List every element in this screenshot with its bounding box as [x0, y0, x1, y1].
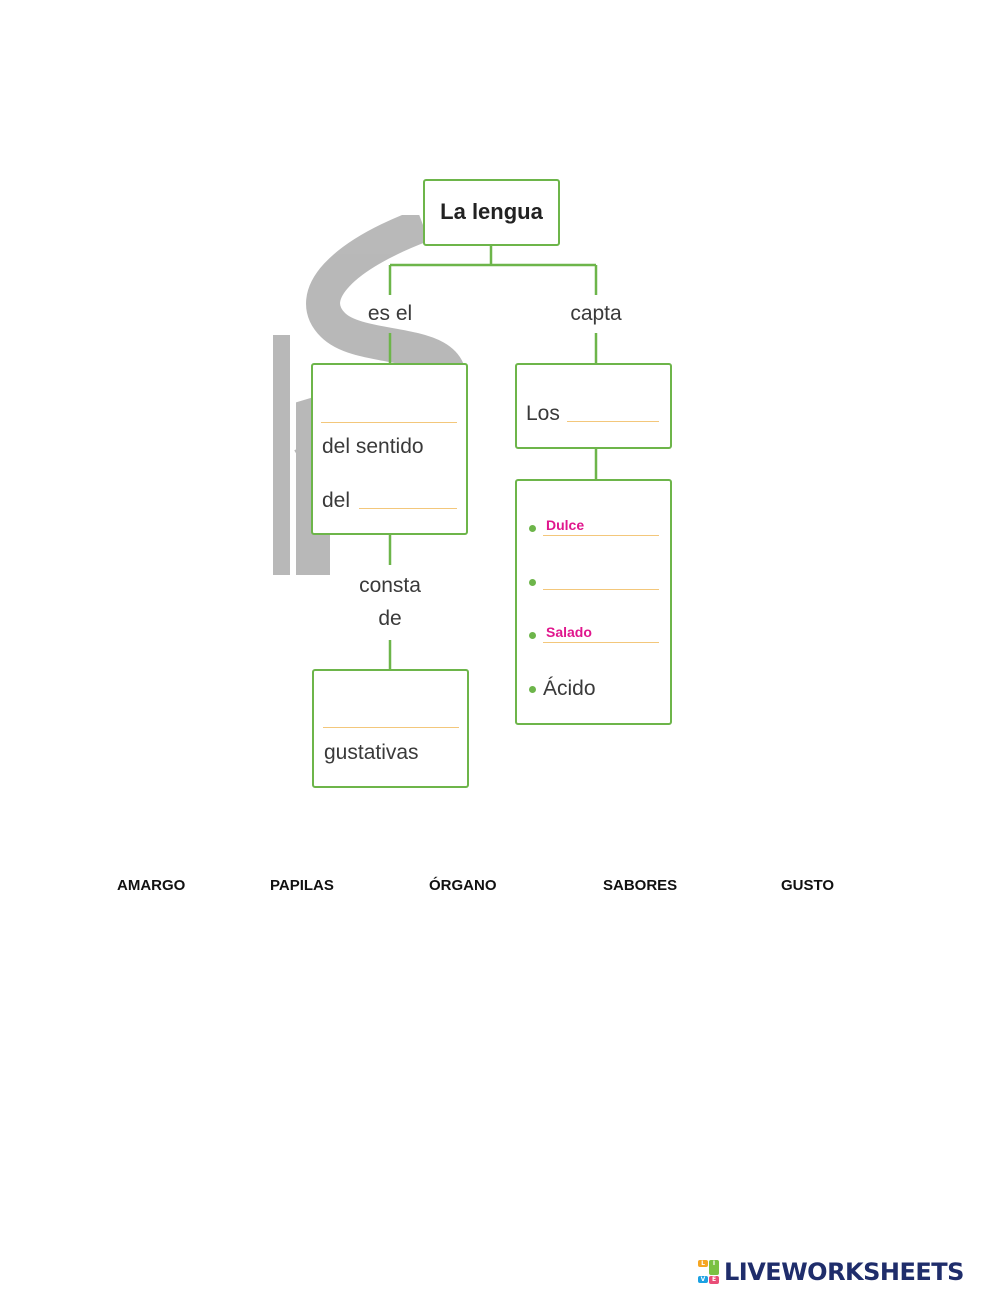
- word-bank-sabores[interactable]: SABORES: [603, 877, 678, 894]
- flavors-box: Ácido: [515, 479, 672, 725]
- flavor-input-1[interactable]: [543, 514, 659, 536]
- flavor-text-acido: Ácido: [543, 677, 596, 700]
- root-node: La lengua: [423, 179, 560, 246]
- senses-blank-input[interactable]: [567, 400, 659, 422]
- senses-box: Los: [515, 363, 672, 449]
- flavor-input-2[interactable]: [543, 568, 659, 590]
- liveworksheets-logo-icon: L I V E: [698, 1260, 720, 1284]
- organ-box: del sentido del: [311, 363, 468, 535]
- logo-letter-l: L: [698, 1260, 708, 1267]
- word-bank-amargo[interactable]: AMARGO: [117, 877, 186, 894]
- organ-blank-input[interactable]: [321, 401, 457, 423]
- organ-line-3-prefix: del: [322, 489, 351, 512]
- papillae-blank-input[interactable]: [323, 706, 459, 728]
- word-bank-gusto[interactable]: GUSTO: [781, 877, 835, 894]
- word-bank-papilas[interactable]: PAPILAS: [270, 877, 334, 894]
- flavor-bullet-3: [529, 632, 536, 639]
- flavor-bullet-1: [529, 525, 536, 532]
- logo-letter-i: I: [709, 1260, 719, 1275]
- organ-line-2: del sentido: [322, 435, 424, 458]
- liveworksheets-logo[interactable]: L I V E LIVEWORKSHEETS: [698, 1257, 964, 1287]
- root-title: La lengua: [440, 199, 543, 224]
- word-bank-organo[interactable]: ÓRGANO: [429, 877, 497, 894]
- flavor-input-3[interactable]: [543, 621, 659, 643]
- connector-es-el: es el: [367, 302, 413, 325]
- senses-prefix: Los: [526, 402, 560, 425]
- flavor-bullet-4: [529, 686, 536, 693]
- sense-blank-input[interactable]: [359, 487, 457, 509]
- connector-de: de: [378, 607, 402, 630]
- connector-capta: capta: [570, 302, 622, 325]
- liveworksheets-logo-text: LIVEWORKSHEETS: [724, 1258, 964, 1286]
- connector-consta: consta: [359, 574, 421, 597]
- papillae-box: gustativas: [312, 669, 469, 788]
- flavor-bullet-2: [529, 579, 536, 586]
- logo-letter-v: V: [698, 1276, 708, 1283]
- papillae-line-2: gustativas: [324, 741, 419, 764]
- logo-letter-e: E: [709, 1276, 719, 1284]
